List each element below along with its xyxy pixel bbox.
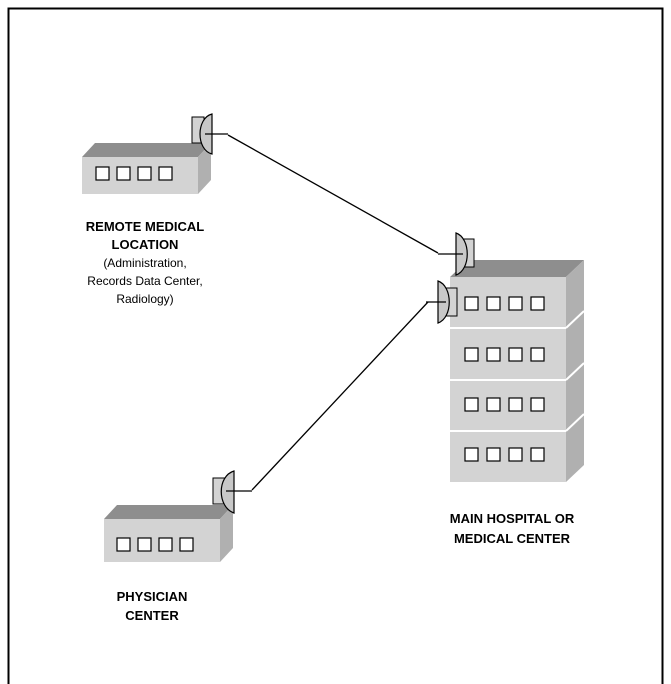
hospital-label: MAIN HOSPITAL OR MEDICAL CENTER <box>450 511 575 546</box>
hospital-title-line1: MAIN HOSPITAL OR <box>450 511 575 526</box>
window <box>530 397 545 412</box>
physician-building <box>104 505 233 562</box>
remote-detail-line2: Records Data Center, <box>87 274 202 288</box>
window <box>486 347 501 362</box>
remote-building-top <box>82 143 211 157</box>
satellite-dish-icon <box>438 232 475 276</box>
remote-detail-line3: Radiology) <box>116 292 173 306</box>
physician-building-side <box>220 505 233 562</box>
window <box>137 166 152 181</box>
hospital-building <box>450 260 585 482</box>
remote-building <box>82 143 211 194</box>
remote-building-side <box>198 143 211 194</box>
satellite-dish-icon <box>212 470 252 514</box>
window <box>486 397 501 412</box>
window <box>486 447 501 462</box>
window <box>116 166 131 181</box>
window <box>530 447 545 462</box>
satellite-dish-icon <box>191 113 228 155</box>
physician-title-line2: CENTER <box>125 608 179 623</box>
window <box>508 447 523 462</box>
remote-label: REMOTE MEDICAL LOCATION (Administration,… <box>86 219 205 306</box>
window <box>464 347 479 362</box>
remote-title-line1: REMOTE MEDICAL <box>86 219 205 234</box>
hospital-building-top <box>450 260 584 277</box>
window <box>137 537 152 552</box>
physician-building-top <box>104 505 233 519</box>
window <box>464 447 479 462</box>
window <box>508 347 523 362</box>
physician-title-line1: PHYSICIAN <box>117 589 188 604</box>
window <box>179 537 194 552</box>
window <box>158 166 173 181</box>
window <box>95 166 110 181</box>
window <box>508 296 523 311</box>
window <box>464 296 479 311</box>
link-remote-to-hospital <box>227 134 439 254</box>
link-physician-to-hospital <box>251 301 429 491</box>
window <box>508 397 523 412</box>
window <box>116 537 131 552</box>
window <box>464 397 479 412</box>
satellite-dish-icon <box>426 280 458 324</box>
window <box>530 347 545 362</box>
window <box>530 296 545 311</box>
remote-detail-line1: (Administration, <box>103 256 186 270</box>
window <box>486 296 501 311</box>
remote-title-line2: LOCATION <box>112 237 179 252</box>
window <box>158 537 173 552</box>
hospital-title-line2: MEDICAL CENTER <box>454 531 571 546</box>
physician-label: PHYSICIAN CENTER <box>117 589 188 623</box>
diagram-frame <box>7 7 664 684</box>
